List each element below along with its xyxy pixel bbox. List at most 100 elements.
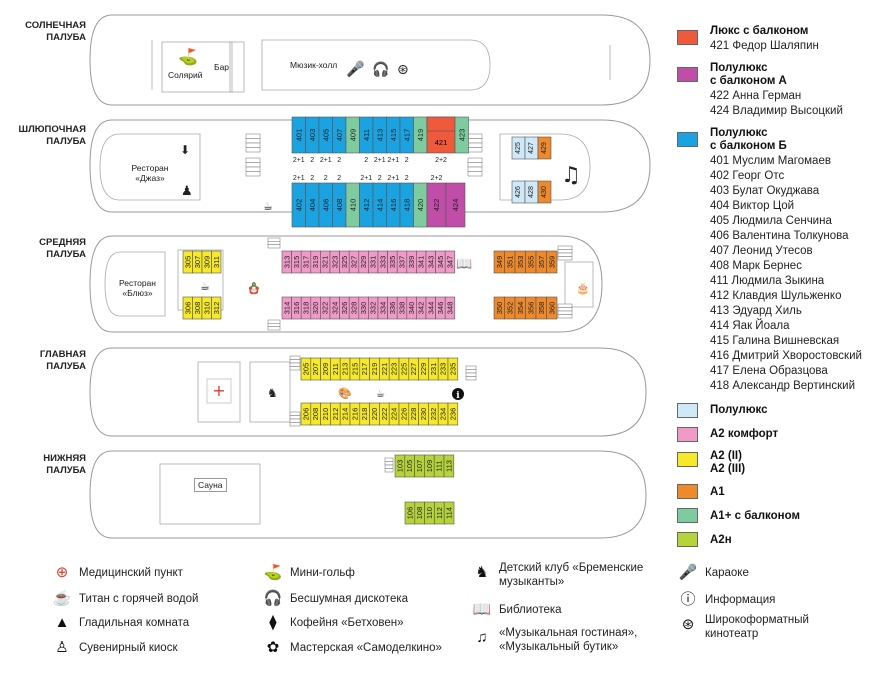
minigolf-icon: ⛳ — [263, 564, 283, 581]
stair-step — [467, 138, 483, 144]
book-icon: 📖 — [456, 257, 472, 272]
hot-water-icon-main: ☕ — [376, 389, 385, 400]
legend-swatch-a1plus — [677, 508, 698, 523]
iron-icon: ⬇ — [180, 143, 190, 157]
facility-label: Детский клуб «Бременские — [499, 562, 644, 574]
stair-step — [384, 468, 394, 473]
music-note-icon: ♫ — [561, 163, 581, 188]
legend-swatch-lux — [677, 30, 698, 45]
stair-step — [289, 418, 301, 423]
stair-step — [465, 376, 477, 381]
beds-label: 2+1 — [387, 175, 399, 182]
cabin-number: 106 — [405, 507, 414, 520]
stair-step — [267, 237, 281, 242]
cabin-number: 407 — [335, 129, 344, 142]
boat-deck-cabin — [454, 116, 469, 154]
cabin-number: 218 — [360, 408, 369, 421]
cabin-number: 355 — [526, 256, 535, 269]
cake-icon: 🎂 — [576, 281, 590, 295]
microphone-icon: 🎤 — [346, 59, 365, 78]
stair-step — [467, 133, 483, 139]
cabin-number: 234 — [439, 408, 448, 421]
legend-swatch-semilux — [677, 403, 698, 418]
legend-semilux-b-item: 413 Эдуард Хиль — [710, 305, 802, 317]
stair-step — [267, 326, 281, 331]
cabin-number: 109 — [425, 460, 434, 473]
stair-step — [557, 249, 573, 254]
stair-step — [384, 461, 394, 466]
souvenir-icon: 🪆 — [247, 282, 261, 295]
cabin-number: 224 — [390, 408, 399, 421]
legend-semilux-a-item: 424 Владимир Высоцкий — [710, 105, 843, 117]
beds-label: 2 — [405, 157, 409, 164]
stair-step — [465, 369, 477, 374]
lower-deck-cabin — [443, 454, 455, 478]
cabin-number: 111 — [435, 460, 444, 471]
cabin-number: 209 — [321, 363, 330, 376]
stair-step — [245, 162, 261, 168]
cabin-number: 411 — [362, 129, 371, 141]
facility-label: «Музыкальная гостиная», — [499, 627, 638, 639]
cabin-number: 308 — [193, 302, 202, 315]
beds-label: 2 — [378, 175, 382, 182]
info-icon — [452, 388, 464, 400]
info-icon-letter: i — [456, 391, 460, 401]
cabin-number: 321 — [321, 256, 330, 269]
facility-label: Информация — [705, 594, 776, 606]
deck-label-lower: НИЖНЯЯ ПАЛУБА — [43, 453, 86, 476]
cabin-number: 403 — [308, 129, 317, 142]
legend-a2-title2: А2 (III) — [710, 463, 746, 475]
legend-a2-comfort-title: А2 комфорт — [710, 428, 779, 440]
stair-step — [245, 171, 261, 177]
cabin-number: 112 — [435, 507, 444, 519]
stair-step — [289, 411, 301, 416]
film-reel-icon: ⊛ — [681, 616, 695, 633]
stair-step — [289, 422, 301, 427]
legend-semilux-b-item: 408 Марк Бернес — [710, 260, 802, 272]
legend-a2n-title: А2н — [710, 534, 732, 546]
cabin-number: 231 — [429, 363, 438, 376]
cabin-number: 323 — [330, 256, 339, 269]
cabin-number: 351 — [505, 256, 514, 269]
cabin-number: 328 — [350, 302, 359, 315]
cabin-number: 410 — [348, 199, 357, 212]
stair-step — [465, 372, 477, 377]
facility-label: Сувенирный киоск — [79, 642, 178, 654]
cabin-number: 414 — [375, 199, 384, 212]
stair-step — [245, 138, 261, 144]
facility-label: Караоке — [705, 567, 749, 579]
cabin-number: 236 — [448, 408, 457, 421]
cabin-number: 206 — [301, 408, 310, 421]
stair-step — [289, 355, 301, 360]
cabin-number: 343 — [426, 256, 435, 269]
legend-swatch-semilux-b — [677, 132, 698, 147]
middle-deck-cabin — [546, 250, 558, 274]
medical-room — [206, 378, 232, 404]
info-stand-icon: ♟ — [181, 184, 193, 199]
rocking-horse-icon: ♞ — [475, 564, 489, 581]
stairs — [289, 355, 301, 371]
cabin-number: 114 — [445, 507, 454, 519]
beds-label: 2+1 — [293, 157, 305, 164]
legend-semilux-b-item: 417 Елена Образцова — [710, 365, 828, 377]
lux-balcony-strip — [426, 116, 456, 132]
cabin-number: 210 — [321, 408, 330, 421]
film-reel-icon: ⊛ — [397, 62, 409, 78]
beds-label: 2 — [337, 157, 341, 164]
cabin-number: 402 — [294, 199, 303, 212]
cabin-number: 225 — [399, 363, 408, 376]
facility-label: Титан с горячей водой — [79, 593, 199, 605]
facility-label: Мастерская «Самоделкино» — [290, 642, 442, 654]
cabin-number: 426 — [515, 186, 522, 198]
music-hall-label: Мюзик-холл — [290, 60, 338, 70]
legend-a2-title1: А2 (II) — [710, 450, 742, 462]
cabin-number: 334 — [378, 302, 387, 315]
stair-step — [557, 303, 573, 308]
book-icon: 📖 — [472, 601, 492, 618]
cabin-number: 314 — [282, 302, 291, 315]
stair-step — [557, 252, 573, 257]
stair-step — [384, 457, 394, 462]
cabin-number: 350 — [495, 302, 504, 315]
stairs — [245, 157, 261, 177]
cabin-number: 219 — [370, 363, 379, 376]
